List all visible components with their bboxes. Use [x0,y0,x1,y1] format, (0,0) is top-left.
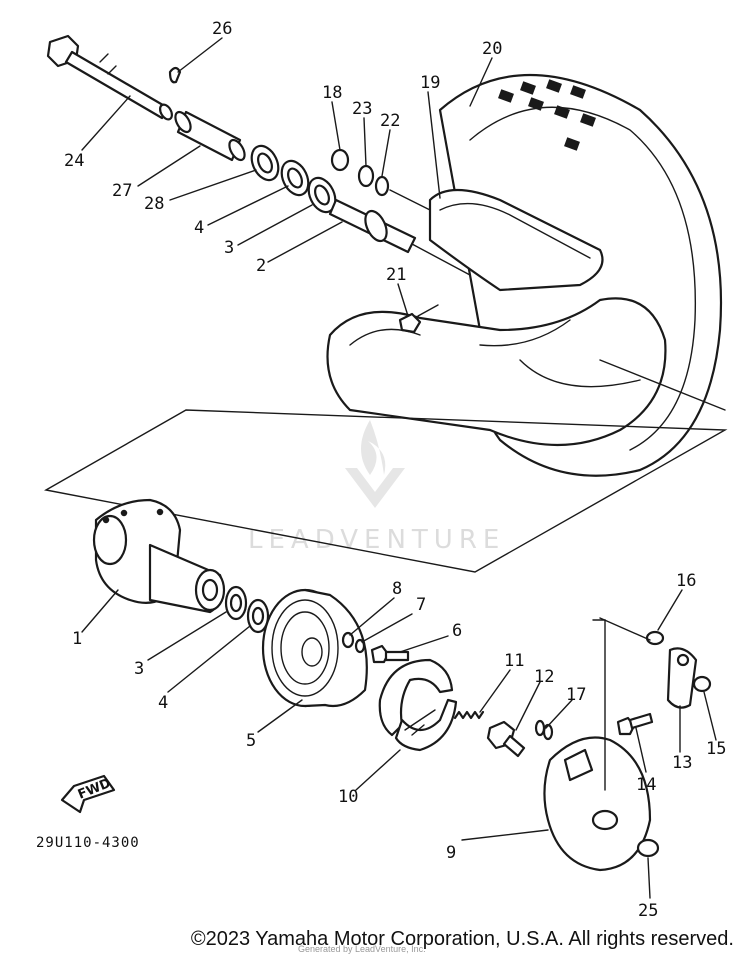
part-labels: 26 24 27 28 4 3 2 18 23 22 19 20 21 1 3 … [64,19,726,921]
cotter-pin [168,66,182,84]
spacer-27 [174,110,246,162]
fwd-arrow: FWD [60,774,116,814]
brake-plate-9 [543,619,652,872]
wheel-inner [326,297,667,447]
bearing-3-top [307,176,337,214]
label-4-bottom: 4 [158,693,168,713]
brake-shoes-10 [378,658,458,752]
seal-4-bottom [246,598,270,634]
assembly-frame [44,409,728,573]
nut-25 [636,838,660,858]
label-6: 6 [452,621,462,641]
nut-16 [645,630,665,646]
plate-7 [354,638,366,654]
bearing-3-bottom [224,585,248,621]
label-19: 19 [420,73,440,93]
label-7: 7 [416,595,426,615]
bolt-6 [370,644,410,664]
label-20: 20 [482,39,502,59]
oil-seal-28 [250,144,280,182]
label-10: 10 [338,787,358,807]
label-14: 14 [636,775,656,795]
label-15: 15 [706,739,726,759]
label-26: 26 [212,19,232,39]
wheel-bolt-21 [398,312,422,334]
collar-2 [328,198,499,291]
label-24: 24 [64,151,84,171]
label-2: 2 [256,256,266,276]
o-ring-17 [534,719,546,737]
label-3-bottom: 3 [134,659,144,679]
hub-1 [92,498,226,614]
label-28: 28 [144,194,164,214]
washer-23 [357,164,375,188]
brake-drum-5 [261,588,368,708]
washer-8 [341,631,355,649]
watermark: LEADVENTURE [248,420,505,555]
label-18: 18 [322,83,342,103]
label-17: 17 [566,685,586,705]
label-9: 9 [446,843,456,863]
label-13: 13 [672,753,692,773]
label-27: 27 [112,181,132,201]
axle-bolt [46,34,173,121]
label-11: 11 [504,651,524,671]
nut-18 [330,148,350,172]
cam-lever-13 [666,647,698,709]
leader-lines [81,37,717,899]
label-21: 21 [386,265,406,285]
label-4-top: 4 [194,218,204,238]
label-23: 23 [352,99,372,119]
label-8: 8 [392,579,402,599]
label-5: 5 [246,731,256,751]
label-22: 22 [380,111,400,131]
label-1: 1 [72,629,82,649]
copyright-notice: ©2023 Yamaha Motor Corporation, U.S.A. A… [190,928,734,950]
wheel-19 [428,189,604,292]
generator-note: Generated by LeadVenture, Inc. [298,944,426,954]
label-12: 12 [534,667,554,687]
o-ring-17b [542,723,554,741]
label-16: 16 [676,571,696,591]
washer-22 [374,175,390,197]
label-25: 25 [638,901,658,921]
camshaft-12 [486,720,526,758]
drawing-code: 29U110-4300 [36,835,140,851]
label-3-top: 3 [224,238,234,258]
bolt-14 [616,712,654,736]
nut-15 [692,675,712,693]
spring-11 [453,710,485,720]
watermark-text: LEADVENTURE [248,525,505,555]
lever-leader [599,617,651,641]
